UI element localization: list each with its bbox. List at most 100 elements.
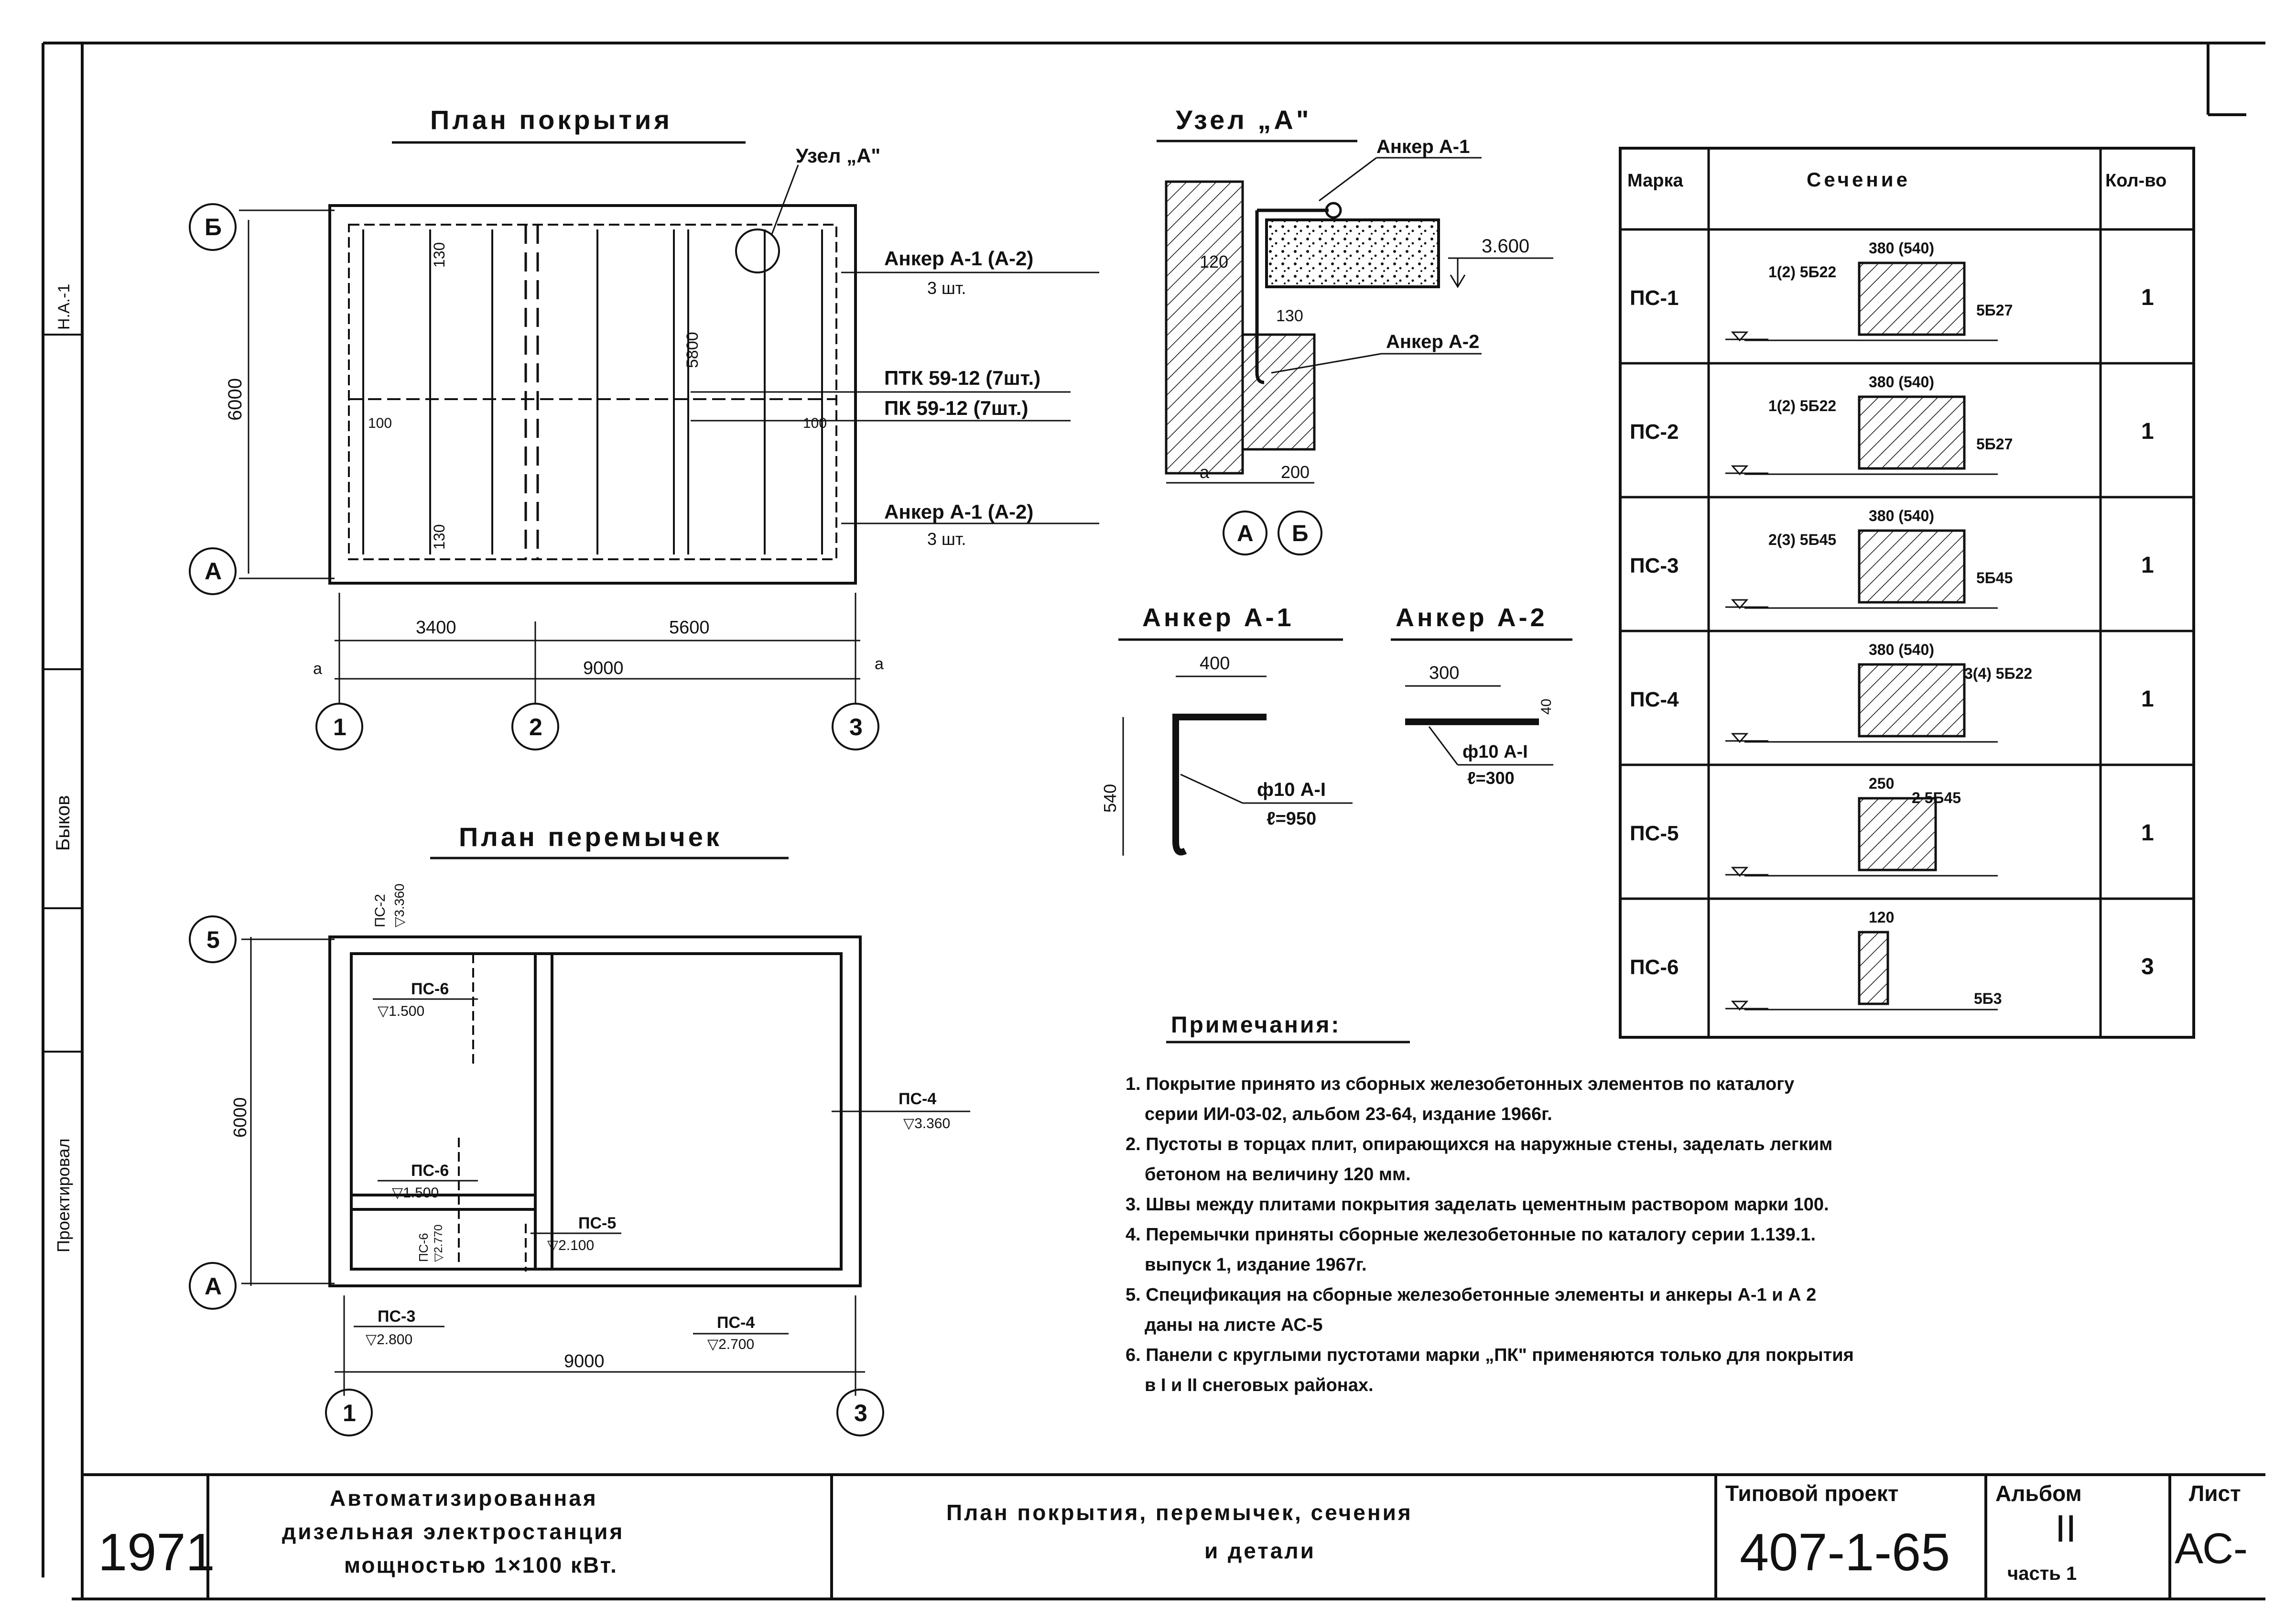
table-row-mark: ПС-1 bbox=[1630, 286, 1679, 310]
sheet-frame bbox=[42, 42, 2265, 1600]
section-rebar-b: 5Б45 bbox=[1976, 569, 2013, 587]
roof-dim-100-right: 100 bbox=[803, 415, 827, 431]
title-object-3: мощностью 1×100 кВт. bbox=[344, 1553, 618, 1577]
note-line: 4. Перемычки приняты сборные железобетон… bbox=[1126, 1225, 1816, 1245]
title-album-label: Альбом bbox=[1995, 1481, 2082, 1506]
table-row-mark: ПС-5 bbox=[1630, 822, 1679, 845]
anchor-a2-bar: ф10 А-I bbox=[1462, 742, 1528, 762]
lintel-pc6c-elev: ▽2.770 bbox=[432, 1224, 445, 1262]
roof-dim-a-right: а bbox=[875, 655, 884, 673]
section-level-mark bbox=[1731, 733, 1749, 743]
roof-dim-a-left: а bbox=[313, 660, 322, 678]
lintel-plan: План перемычек ПС-2 ▽3.360 ПС-6 ▽1.500 П… bbox=[189, 822, 970, 1436]
note-line: 2. Пустоты в торцах плит, опирающихся на… bbox=[1126, 1134, 1832, 1154]
lintel-pc6b-elev: ▽1.500 bbox=[392, 1185, 439, 1201]
title-album-no: II bbox=[2055, 1507, 2076, 1550]
anchor-a2-dim-40: 40 bbox=[1538, 699, 1554, 715]
roof-dim-6000: 6000 bbox=[225, 378, 246, 421]
title-list-no: АС- bbox=[2175, 1525, 2248, 1573]
section-rebar-a: 1(2) 5Б22 bbox=[1768, 263, 1836, 281]
roof-anchor-bot-label: Анкер А-1 (А-2) bbox=[884, 500, 1033, 523]
node-a-detail: Узел „А" Анкер А-1 Анкер А-2 3.600 120 1… bbox=[1157, 105, 1553, 555]
section-level-mark bbox=[1731, 1000, 1749, 1011]
table-row-qty: 1 bbox=[2141, 553, 2154, 578]
node-dim-200: 200 bbox=[1281, 462, 1310, 482]
anchor-a1-dim-540: 540 bbox=[1100, 784, 1120, 813]
section-rebar-a: 3(4) 5Б22 bbox=[1964, 665, 2032, 682]
section-lintel bbox=[1858, 261, 1966, 336]
note-line: 1. Покрытие принято из сборных железобет… bbox=[1126, 1074, 1794, 1094]
node-dim-a: а bbox=[1200, 462, 1210, 482]
section-rebar-b: 5Б27 bbox=[1976, 435, 2013, 453]
notes: Примечания: 1. Покрытие принято из сборн… bbox=[1126, 1012, 1854, 1395]
roof-panels-pk: ПК 59-12 (7шт.) bbox=[884, 397, 1028, 419]
notes-lines: 1. Покрытие принято из сборных железобет… bbox=[1126, 1074, 1854, 1395]
lintel-pc4a-elev: ▽3.360 bbox=[903, 1116, 950, 1131]
lintel-pc6a: ПС-6 bbox=[411, 980, 449, 998]
node-dim-120: 120 bbox=[1200, 252, 1228, 272]
anchor-a2-detail: Анкер А-2 300 40 ф10 А-I ℓ=300 bbox=[1391, 603, 1572, 788]
section-width: 380 (540) bbox=[1869, 641, 1934, 658]
anchor-a2-dim-300: 300 bbox=[1429, 663, 1459, 683]
section-rebar-b: 5Б27 bbox=[1976, 302, 2013, 319]
section-width: 250 bbox=[1869, 775, 1894, 792]
table-row-mark: ПС-2 bbox=[1630, 420, 1679, 444]
table-row-qty: 3 bbox=[2141, 954, 2154, 979]
roof-dim-5800: 5800 bbox=[683, 332, 702, 368]
lintel-pc3-elev: ▽2.800 bbox=[366, 1332, 412, 1348]
section-level-mark bbox=[1731, 867, 1749, 877]
section-lintel bbox=[1858, 529, 1966, 604]
lintel-axis-a: А bbox=[205, 1273, 222, 1300]
roof-dim-9000: 9000 bbox=[583, 658, 624, 678]
section-lintel bbox=[1858, 663, 1966, 738]
title-list-label: Лист bbox=[2189, 1481, 2241, 1506]
lintel-pc2-elev: ▽3.360 bbox=[392, 883, 407, 927]
sections-table: Марка Сечение Кол-во bbox=[1619, 147, 2195, 1039]
lintel-pc4a: ПС-4 bbox=[899, 1090, 936, 1108]
note-line: в I и II снеговых районах. bbox=[1145, 1375, 1374, 1395]
table-row-mark: ПС-3 bbox=[1630, 554, 1679, 577]
margin-stamp-code: Н.А.-1 bbox=[55, 284, 73, 330]
note-line: выпуск 1, издание 1967г. bbox=[1145, 1255, 1367, 1275]
title-project-no: 407-1-65 bbox=[1740, 1523, 1950, 1582]
lintel-dim-6000: 6000 bbox=[230, 1097, 250, 1138]
roof-anchor-bot-count: 3 шт. bbox=[927, 529, 966, 549]
node-anchor-a2: Анкер А-2 bbox=[1386, 331, 1479, 352]
table-row-qty: 1 bbox=[2141, 686, 2154, 712]
table-row-mark: ПС-6 bbox=[1630, 956, 1679, 979]
roof-anchor-top-label: Анкер А-1 (А-2) bbox=[884, 247, 1033, 270]
section-width: 380 (540) bbox=[1869, 239, 1934, 257]
lintel-pc2: ПС-2 bbox=[372, 894, 388, 927]
roof-anchor-top-count: 3 шт. bbox=[927, 278, 966, 298]
lintel-dim-9000: 9000 bbox=[564, 1351, 605, 1371]
roof-plan-title: План покрытия bbox=[430, 105, 672, 135]
node-a-callout: Узел „А" bbox=[796, 144, 880, 167]
title-sheet-1: План покрытия, перемычек, сечения bbox=[946, 1500, 1413, 1525]
roof-plan: План покрытия Узел „А" Анкер А-1 (А-2) bbox=[189, 105, 1099, 750]
lintel-pc3: ПС-3 bbox=[378, 1307, 415, 1326]
roof-dim-100-left: 100 bbox=[368, 415, 392, 431]
margin-stamp-name: Быков bbox=[53, 795, 74, 851]
roof-axis-1: 1 bbox=[333, 714, 347, 740]
table-header-section: Сечение bbox=[1807, 168, 1910, 191]
section-lintel bbox=[1858, 395, 1966, 470]
notes-title: Примечания: bbox=[1171, 1012, 1341, 1038]
roof-dim-5600: 5600 bbox=[669, 618, 710, 638]
roof-dim-130-top: 130 bbox=[431, 242, 448, 268]
section-rebar-a: 2(3) 5Б45 bbox=[1768, 531, 1836, 548]
node-axis-a: А bbox=[1237, 521, 1254, 546]
note-line: 5. Спецификация на сборные железобетонны… bbox=[1126, 1285, 1816, 1305]
anchor-a1-bar: ф10 А-I bbox=[1257, 779, 1326, 800]
roof-axis-a: А bbox=[205, 558, 222, 585]
lintel-pc4b: ПС-4 bbox=[717, 1314, 755, 1332]
table-row-qty: 1 bbox=[2141, 820, 2154, 846]
lintel-pc4b-elev: ▽2.700 bbox=[707, 1337, 754, 1352]
section-level-mark bbox=[1731, 599, 1749, 609]
title-sheet-2: и детали bbox=[1204, 1538, 1316, 1563]
section-width: 380 (540) bbox=[1869, 373, 1934, 391]
